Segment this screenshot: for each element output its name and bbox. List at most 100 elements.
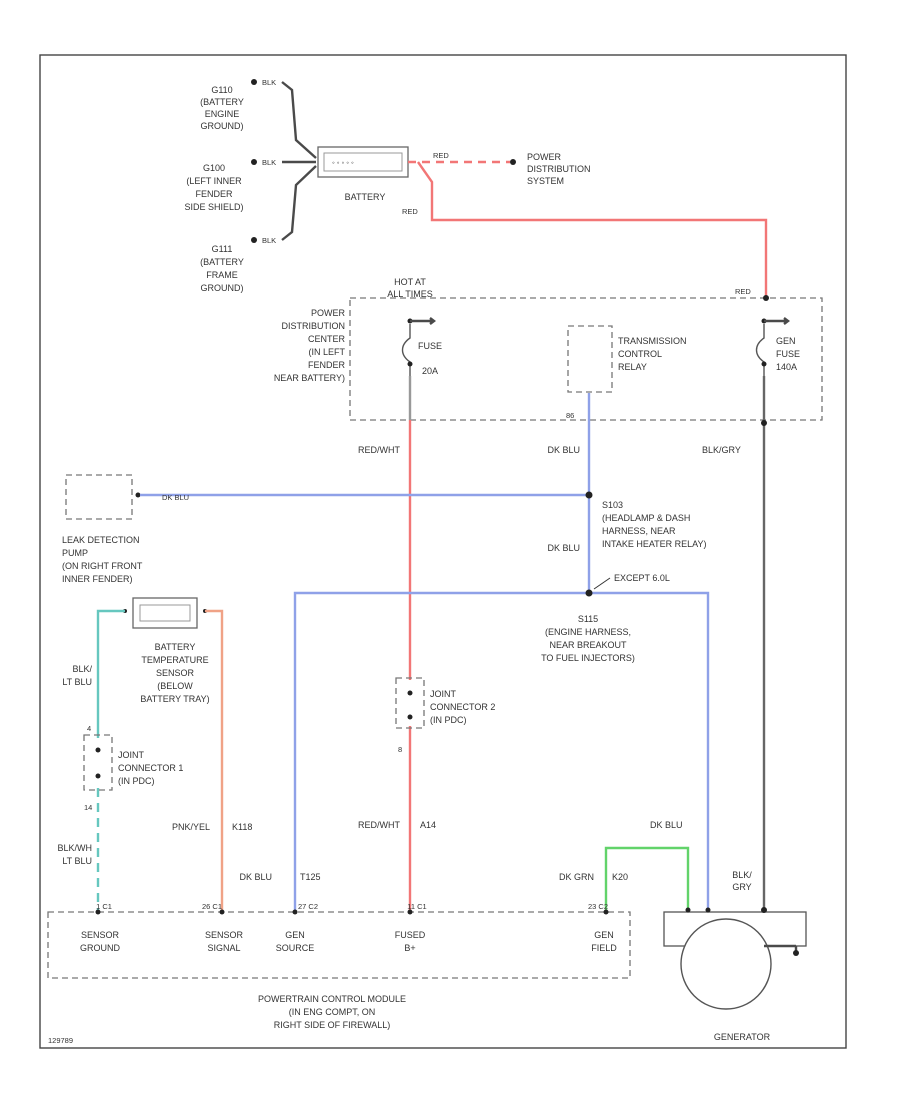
svg-text:HARNESS, NEAR: HARNESS, NEAR bbox=[602, 526, 676, 536]
blk-lt-blu-wire bbox=[96, 609, 125, 738]
svg-text:RELAY: RELAY bbox=[618, 362, 647, 372]
figure-code: 129789 bbox=[48, 1036, 73, 1045]
transmission-control-relay: TRANSMISSION CONTROL RELAY 86 bbox=[566, 325, 687, 420]
leak-detection-pump: LEAK DETECTION PUMP (ON RIGHT FRONT INNE… bbox=[62, 474, 143, 584]
svg-text:LT BLU: LT BLU bbox=[62, 856, 92, 866]
svg-text:(ON RIGHT FRONT: (ON RIGHT FRONT bbox=[62, 561, 143, 571]
svg-text:(IN LEFT: (IN LEFT bbox=[308, 347, 345, 357]
generator: GENERATOR bbox=[663, 907, 807, 1042]
svg-text:DK BLU: DK BLU bbox=[162, 493, 189, 502]
svg-text:K20: K20 bbox=[612, 872, 628, 882]
svg-text:POWER: POWER bbox=[311, 308, 346, 318]
svg-text:G111: G111 bbox=[212, 244, 233, 254]
svg-text:(IN PDC): (IN PDC) bbox=[118, 776, 155, 786]
svg-text:GROUND): GROUND) bbox=[201, 121, 244, 131]
svg-text:◦ ◦ ◦ ◦ ◦: ◦ ◦ ◦ ◦ ◦ bbox=[332, 158, 354, 167]
svg-text:GEN: GEN bbox=[594, 930, 614, 940]
svg-text:POWER: POWER bbox=[527, 152, 562, 162]
svg-text:RIGHT SIDE OF FIREWALL): RIGHT SIDE OF FIREWALL) bbox=[274, 1020, 391, 1030]
svg-text:FIELD: FIELD bbox=[591, 943, 617, 953]
svg-text:DK BLU: DK BLU bbox=[547, 445, 580, 455]
svg-text:JOINT: JOINT bbox=[118, 750, 145, 760]
fuse-20a: FUSE 20A bbox=[401, 317, 442, 376]
svg-text:BLK/: BLK/ bbox=[72, 664, 92, 674]
pcm-pin-sensor-signal: 26 C1 SENSOR SIGNAL bbox=[202, 902, 244, 953]
svg-text:POWERTRAIN CONTROL MODULE: POWERTRAIN CONTROL MODULE bbox=[258, 994, 406, 1004]
svg-text:FENDER: FENDER bbox=[308, 360, 346, 370]
joint-connector-1: JOINT CONNECTOR 1 (IN PDC) 4 14 bbox=[83, 724, 183, 812]
svg-text:SYSTEM: SYSTEM bbox=[527, 176, 564, 186]
splice-s115: EXCEPT 6.0L S115 (ENGINE HARNESS, NEAR B… bbox=[541, 573, 670, 663]
svg-text:(IN ENG COMPT, ON: (IN ENG COMPT, ON bbox=[289, 1007, 376, 1017]
power-distribution-system: POWER DISTRIBUTION SYSTEM bbox=[527, 152, 591, 186]
ground-g100: BLK G100 (LEFT INNER FENDER SIDE SHIELD) bbox=[184, 158, 276, 212]
pcm-pin-sensor-ground: 1 C1 SENSOR GROUND bbox=[80, 902, 120, 953]
hot-at-all-times: HOT AT ALL TIMES bbox=[387, 277, 433, 299]
svg-text:26 C1: 26 C1 bbox=[202, 902, 222, 911]
svg-text:ENGINE: ENGINE bbox=[205, 109, 240, 119]
svg-text:BLK/WH: BLK/WH bbox=[57, 843, 92, 853]
svg-text:NEAR BATTERY): NEAR BATTERY) bbox=[274, 373, 345, 383]
svg-text:BATTERY TRAY): BATTERY TRAY) bbox=[140, 694, 209, 704]
svg-text:G110: G110 bbox=[211, 85, 232, 95]
svg-text:1 C1: 1 C1 bbox=[96, 902, 112, 911]
svg-text:DISTRIBUTION: DISTRIBUTION bbox=[281, 321, 345, 331]
svg-text:CONTROL: CONTROL bbox=[618, 349, 662, 359]
svg-text:DK BLU: DK BLU bbox=[239, 872, 272, 882]
svg-text:(BELOW: (BELOW bbox=[157, 681, 193, 691]
svg-text:GENERATOR: GENERATOR bbox=[714, 1032, 771, 1042]
svg-text:PUMP: PUMP bbox=[62, 548, 88, 558]
ground-g111: BLK G111 (BATTERY FRAME GROUND) bbox=[200, 236, 276, 293]
svg-text:SIGNAL: SIGNAL bbox=[207, 943, 240, 953]
svg-text:BLK: BLK bbox=[262, 236, 276, 245]
pcm-pin-gen-field: 23 C2 GEN FIELD bbox=[588, 902, 617, 953]
dk-blu-bus-wire bbox=[293, 591, 710, 910]
pnk-yel-wire bbox=[205, 609, 224, 910]
svg-text:RED: RED bbox=[402, 207, 418, 216]
svg-text:DK GRN: DK GRN bbox=[559, 872, 594, 882]
svg-text:GRY: GRY bbox=[732, 882, 751, 892]
svg-text:CENTER: CENTER bbox=[308, 334, 346, 344]
pcm-pin-gen-source: 27 C2 GEN SOURCE bbox=[276, 902, 318, 953]
svg-text:B+: B+ bbox=[404, 943, 415, 953]
svg-text:GROUND): GROUND) bbox=[201, 283, 244, 293]
battery: ◦ ◦ ◦ ◦ ◦ BATTERY bbox=[317, 146, 409, 202]
svg-text:140A: 140A bbox=[776, 362, 797, 372]
dk-grn-wire bbox=[604, 846, 690, 910]
svg-text:T125: T125 bbox=[300, 872, 321, 882]
svg-text:K118: K118 bbox=[232, 822, 252, 832]
svg-text:EXCEPT 6.0L: EXCEPT 6.0L bbox=[614, 573, 670, 583]
svg-text:BLK: BLK bbox=[262, 78, 276, 87]
svg-text:BLK: BLK bbox=[262, 158, 276, 167]
svg-text:NEAR BREAKOUT: NEAR BREAKOUT bbox=[549, 640, 627, 650]
pdc-label: POWER DISTRIBUTION CENTER (IN LEFT FENDE… bbox=[274, 308, 346, 383]
svg-text:SENSOR: SENSOR bbox=[205, 930, 244, 940]
svg-text:ALL TIMES: ALL TIMES bbox=[387, 289, 433, 299]
svg-text:SENSOR: SENSOR bbox=[81, 930, 120, 940]
svg-text:(LEFT INNER: (LEFT INNER bbox=[186, 176, 242, 186]
svg-text:FUSE: FUSE bbox=[418, 341, 442, 351]
svg-text:27 C2: 27 C2 bbox=[298, 902, 318, 911]
svg-text:SOURCE: SOURCE bbox=[276, 943, 315, 953]
svg-text:TEMPERATURE: TEMPERATURE bbox=[141, 655, 208, 665]
svg-text:(ENGINE HARNESS,: (ENGINE HARNESS, bbox=[545, 627, 631, 637]
svg-text:CONNECTOR 1: CONNECTOR 1 bbox=[118, 763, 183, 773]
svg-text:INNER FENDER): INNER FENDER) bbox=[62, 574, 133, 584]
svg-text:TO FUEL INJECTORS): TO FUEL INJECTORS) bbox=[541, 653, 635, 663]
svg-text:S103: S103 bbox=[602, 500, 623, 510]
red-main-wire bbox=[417, 161, 768, 298]
svg-text:LT BLU: LT BLU bbox=[62, 677, 92, 687]
svg-text:BLK/: BLK/ bbox=[732, 870, 752, 880]
svg-text:GEN: GEN bbox=[285, 930, 305, 940]
svg-text:INTAKE HEATER RELAY): INTAKE HEATER RELAY) bbox=[602, 539, 707, 549]
svg-text:86: 86 bbox=[566, 411, 574, 420]
svg-text:BLK/GRY: BLK/GRY bbox=[702, 445, 741, 455]
gen-fuse-140a: GEN FUSE 140A bbox=[755, 295, 800, 376]
svg-text:20A: 20A bbox=[422, 366, 438, 376]
joint-connector-2: JOINT CONNECTOR 2 (IN PDC) 8 bbox=[395, 677, 495, 754]
svg-text:JOINT: JOINT bbox=[430, 689, 457, 699]
svg-text:(BATTERY: (BATTERY bbox=[200, 257, 244, 267]
svg-text:PNK/YEL: PNK/YEL bbox=[172, 822, 210, 832]
svg-text:BATTERY: BATTERY bbox=[345, 192, 386, 202]
